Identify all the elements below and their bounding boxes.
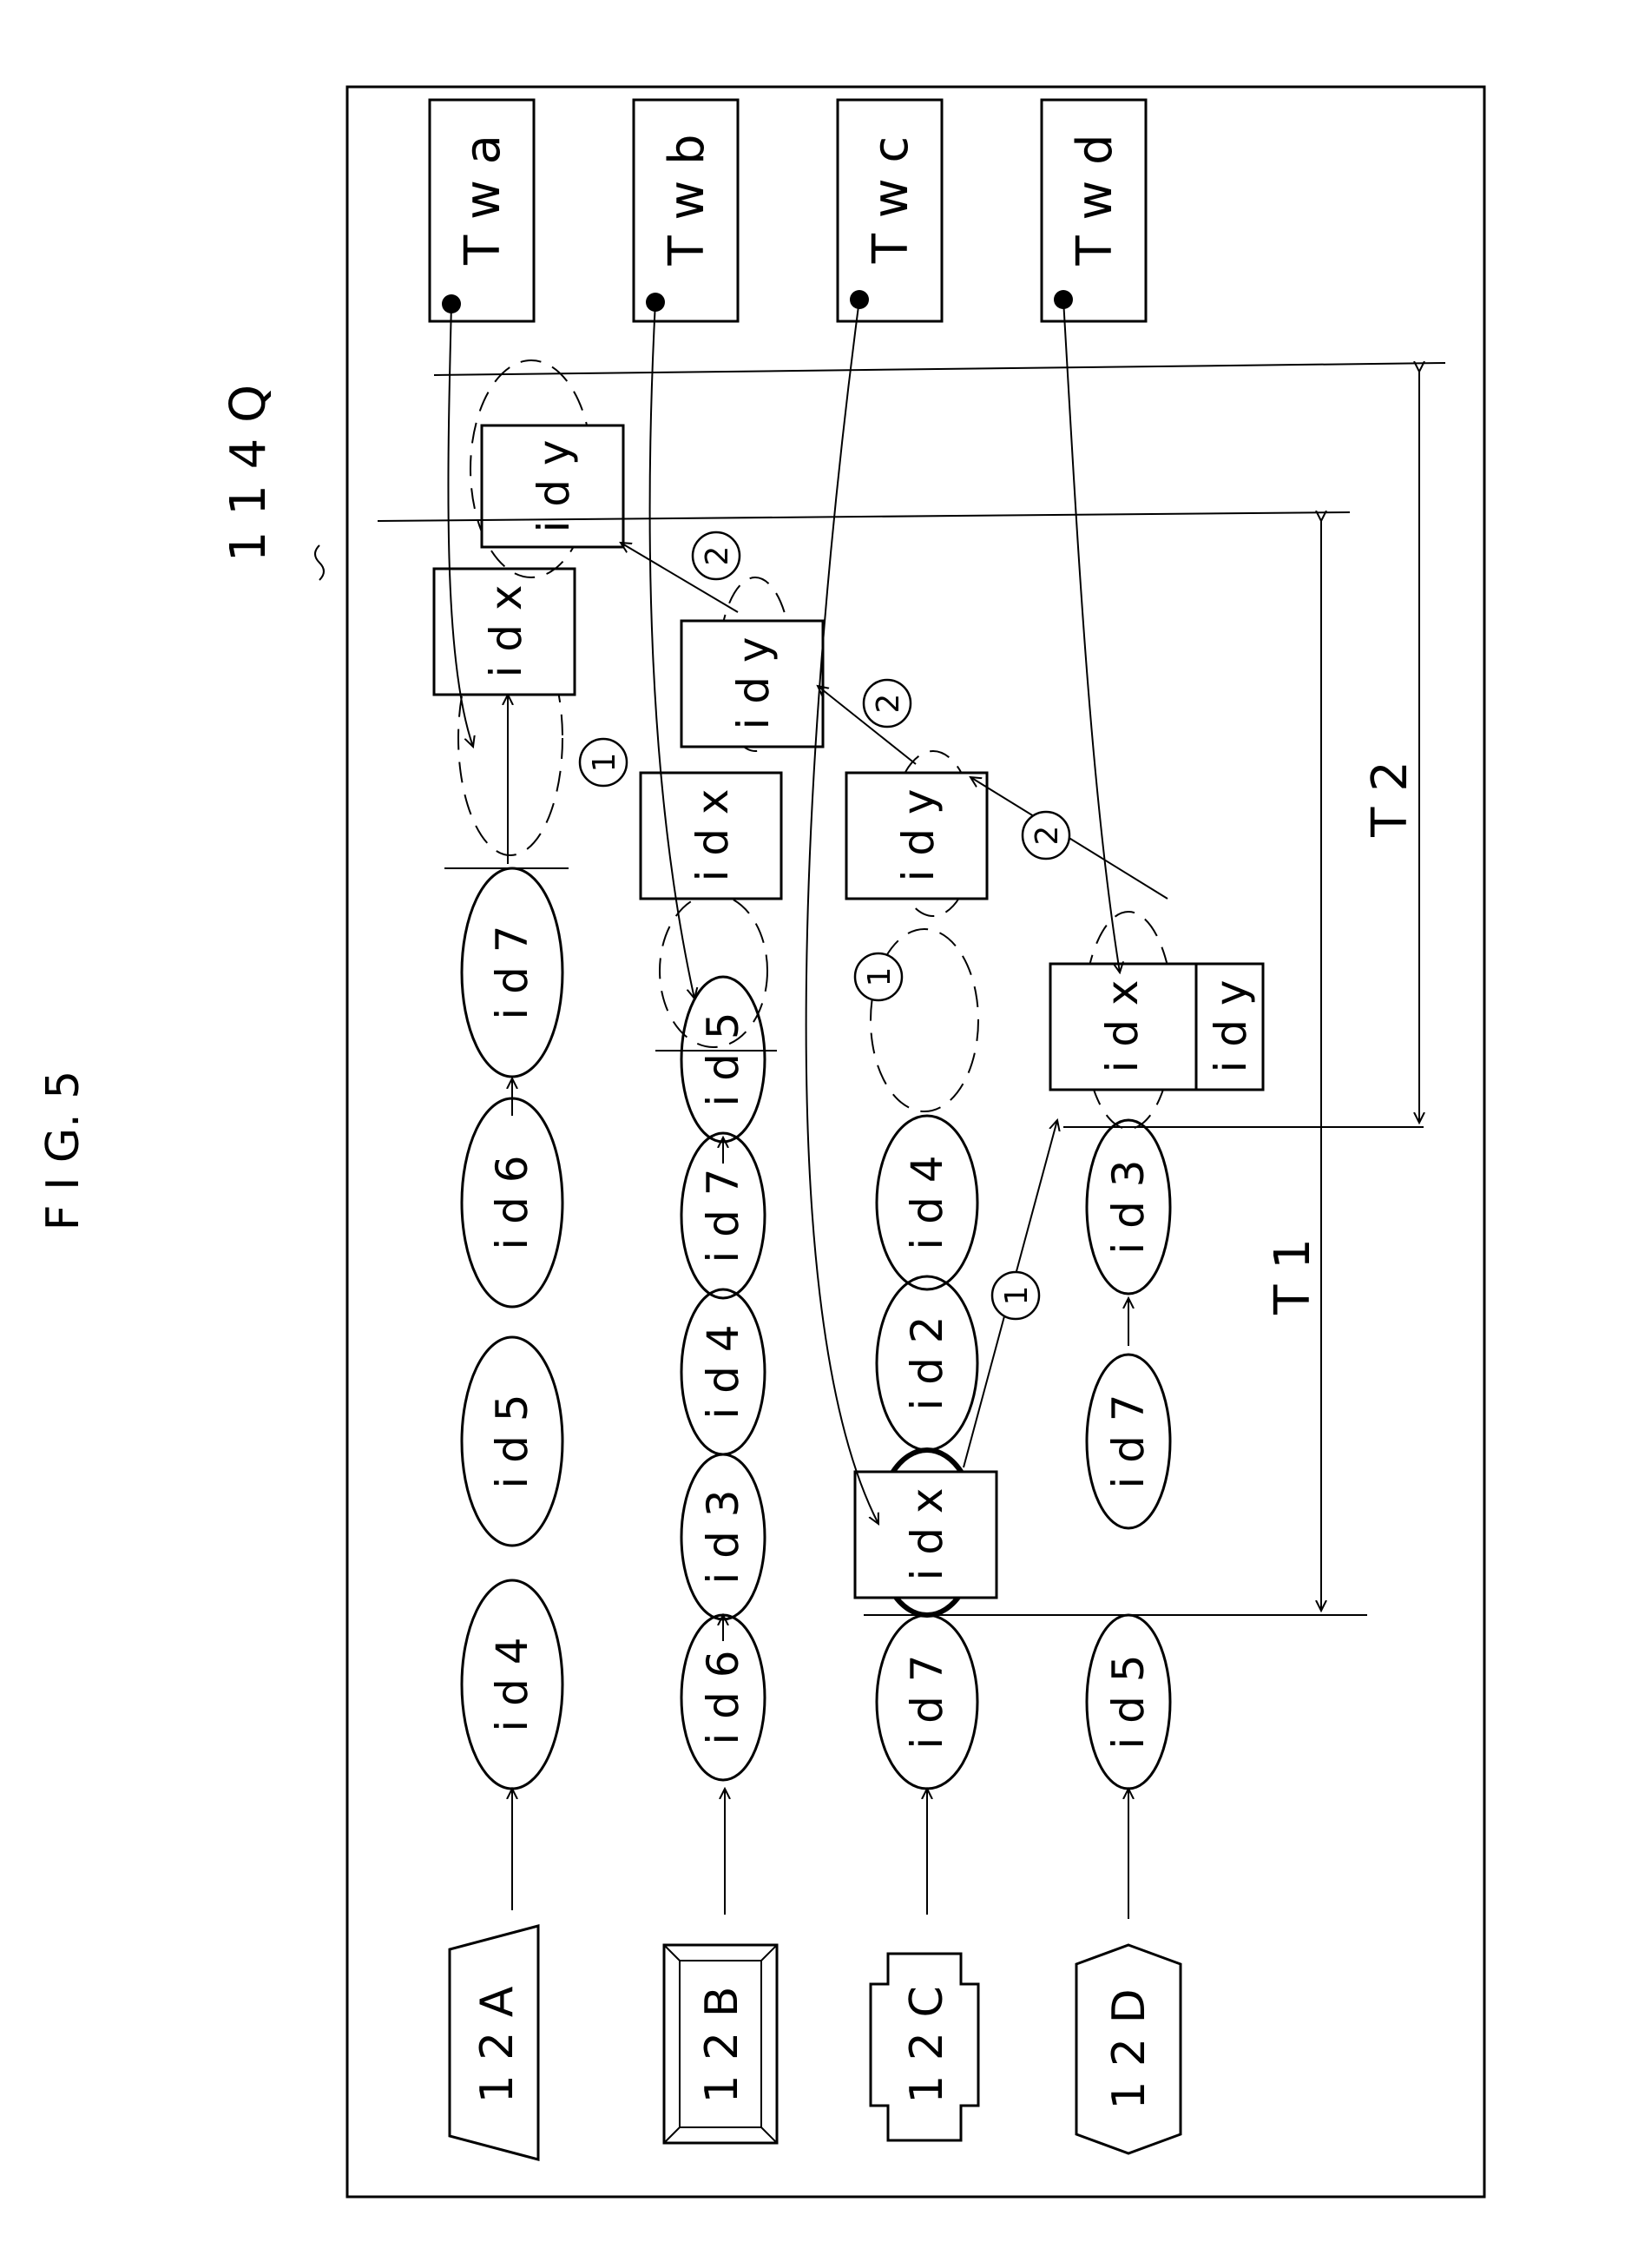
id-label: i d 4 xyxy=(902,1155,952,1249)
inserted-idx-label: i d x xyxy=(902,1487,952,1580)
row-12a: i d 4 i d 5 i d 6 i d 7 i d x i d y xyxy=(434,360,623,1910)
id-label: i d 4 xyxy=(487,1637,537,1731)
id-label: i d 3 xyxy=(698,1489,748,1584)
marker-2-label: 2 xyxy=(700,546,735,566)
row-12c: i d 7 i d x i d 2 i d 4 1 i d y 1 xyxy=(846,751,1057,1915)
device-12d: 1 2 D xyxy=(1076,1945,1181,2153)
id-label: i d 6 xyxy=(487,1155,537,1249)
device-12a: 1 2 A xyxy=(450,1926,538,2159)
id-label: i d 7 xyxy=(698,1168,748,1263)
figure-title: F I G. 5 xyxy=(37,1071,89,1231)
id-label: i d 7 xyxy=(487,925,537,1019)
row-12b: i d 6 i d 3 i d 4 i d 7 i d 5 i d x 1 i … xyxy=(580,532,823,1915)
device-12d-label: 1 2 D xyxy=(1103,1988,1155,2109)
marker-1-label: 1 xyxy=(587,753,622,773)
t2-label: T 2 xyxy=(1362,761,1418,838)
id-label: i d 7 xyxy=(902,1654,952,1749)
terminal-twa-label: T w a xyxy=(455,135,511,266)
device-12c-label: 1 2 C xyxy=(901,1986,953,2104)
id-label: i d 5 xyxy=(487,1394,537,1488)
id-label: i d 7 xyxy=(1103,1394,1154,1488)
id-label: i d 5 xyxy=(698,1012,748,1106)
terminal-twc-link xyxy=(806,300,878,1524)
inserted-idy-label: i d y xyxy=(1206,979,1256,1072)
terminals: T w a T w b T w c T w d xyxy=(430,100,1146,321)
inserted-idx-label: i d x xyxy=(481,584,531,677)
terminal-twc-label: T w c xyxy=(863,136,919,264)
id-label: i d 3 xyxy=(1103,1159,1154,1254)
intervals: T 1 T 2 xyxy=(378,363,1445,1615)
reference-label: 1 1 4 Q xyxy=(220,385,277,562)
inserted-idx-label: i d x xyxy=(1097,979,1148,1072)
boundary-line xyxy=(434,363,1445,375)
diagram-frame xyxy=(347,87,1484,2197)
marker-2-label: 2 xyxy=(871,694,906,714)
device-12c: 1 2 C xyxy=(871,1954,978,2140)
inserted-idy-label: i d y xyxy=(728,636,779,729)
device-12a-label: 1 2 A xyxy=(471,1986,523,2103)
device-12b-label: 1 2 B xyxy=(696,1987,748,2104)
id-label: i d 6 xyxy=(698,1650,748,1744)
inserted-idx-label: i d x xyxy=(687,788,738,881)
terminal-twd-link xyxy=(1063,300,1120,972)
row-12d: i d 5 i d 7 i d 3 i d x i d y xyxy=(1050,912,1263,1919)
terminal-twb-label: T w b xyxy=(659,134,715,266)
marker-1-label: 1 xyxy=(862,967,898,987)
marker-1-label: 1 xyxy=(999,1286,1035,1306)
inserted-idy-label: i d y xyxy=(893,788,944,881)
reference-leader xyxy=(315,545,324,580)
id-label: i d 2 xyxy=(902,1315,952,1410)
t1-label: T 1 xyxy=(1265,1238,1321,1315)
marker-2-label: 2 xyxy=(1030,826,1065,846)
id-label: i d 5 xyxy=(1103,1654,1154,1749)
device-12b: 1 2 B xyxy=(664,1945,777,2143)
id-label: i d 4 xyxy=(698,1324,748,1419)
terminal-twd-label: T w d xyxy=(1067,134,1123,266)
